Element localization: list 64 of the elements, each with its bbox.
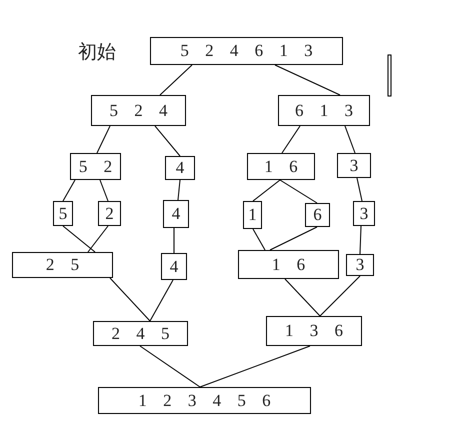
number-sequence: 4 [176,158,184,178]
connector-line [280,180,318,204]
number-sequence: 1 [248,205,257,225]
number-box [305,203,330,227]
number-box [93,321,188,346]
number-sequence: 3 [356,255,364,275]
number-box [266,316,362,346]
connector-line [356,178,362,202]
connector-line [178,180,180,200]
number-sequence: 5 2 4 6 1 3 [180,41,313,61]
connector-line [100,180,108,202]
number-box [337,153,371,178]
number-sequence: 6 1 3 [295,100,353,120]
number-sequence: 5 [58,204,68,224]
number-box [98,201,121,226]
number-box [98,387,311,414]
connector-line [110,278,150,322]
number-box [70,153,121,180]
number-sequence: 3 [360,204,368,224]
number-sequence: 2 4 5 [112,324,170,344]
number-sequence: 2 [105,204,114,224]
caption-label: 初始 [78,40,116,65]
connector-line [274,64,340,96]
number-box [91,95,186,126]
number-sequence: 5 2 4 [110,100,168,120]
number-sequence: 4 [172,204,180,224]
connector-line [252,228,266,250]
number-sequence: 4 [170,256,178,276]
connector-line [344,126,356,154]
number-box [346,254,374,276]
number-sequence: 3 [350,156,358,176]
connector-line [62,180,76,202]
number-box [163,200,189,228]
number-box [150,37,343,65]
number-box [161,253,187,280]
connector-line [284,278,320,316]
connector-line [252,180,280,202]
number-sequence: 1 3 6 [285,321,343,341]
number-sequence: 6 [313,205,322,225]
connector-line [320,276,360,316]
number-sequence: 1 6 [264,156,298,176]
connector-line [62,226,96,252]
number-box [247,153,315,180]
number-box [353,201,375,226]
number-box [53,201,73,226]
connector-line [88,226,108,252]
connector-line [150,280,174,322]
connector-line [200,346,310,388]
connector-line [160,64,192,96]
number-box [238,250,339,279]
connector-line [270,226,318,250]
number-sequence: 2 5 [46,255,80,275]
connector-line [360,226,362,254]
number-sequence: 5 2 [78,156,112,176]
connector-line [140,346,200,388]
number-box [165,156,195,180]
number-sequence: 1 2 3 4 5 6 [138,390,271,410]
number-box [12,252,113,278]
connector-line [282,126,300,154]
connector-line [154,126,180,156]
number-box [243,201,262,229]
connector-line [96,126,110,154]
number-box [278,95,370,126]
number-sequence: 1 6 [272,254,306,274]
